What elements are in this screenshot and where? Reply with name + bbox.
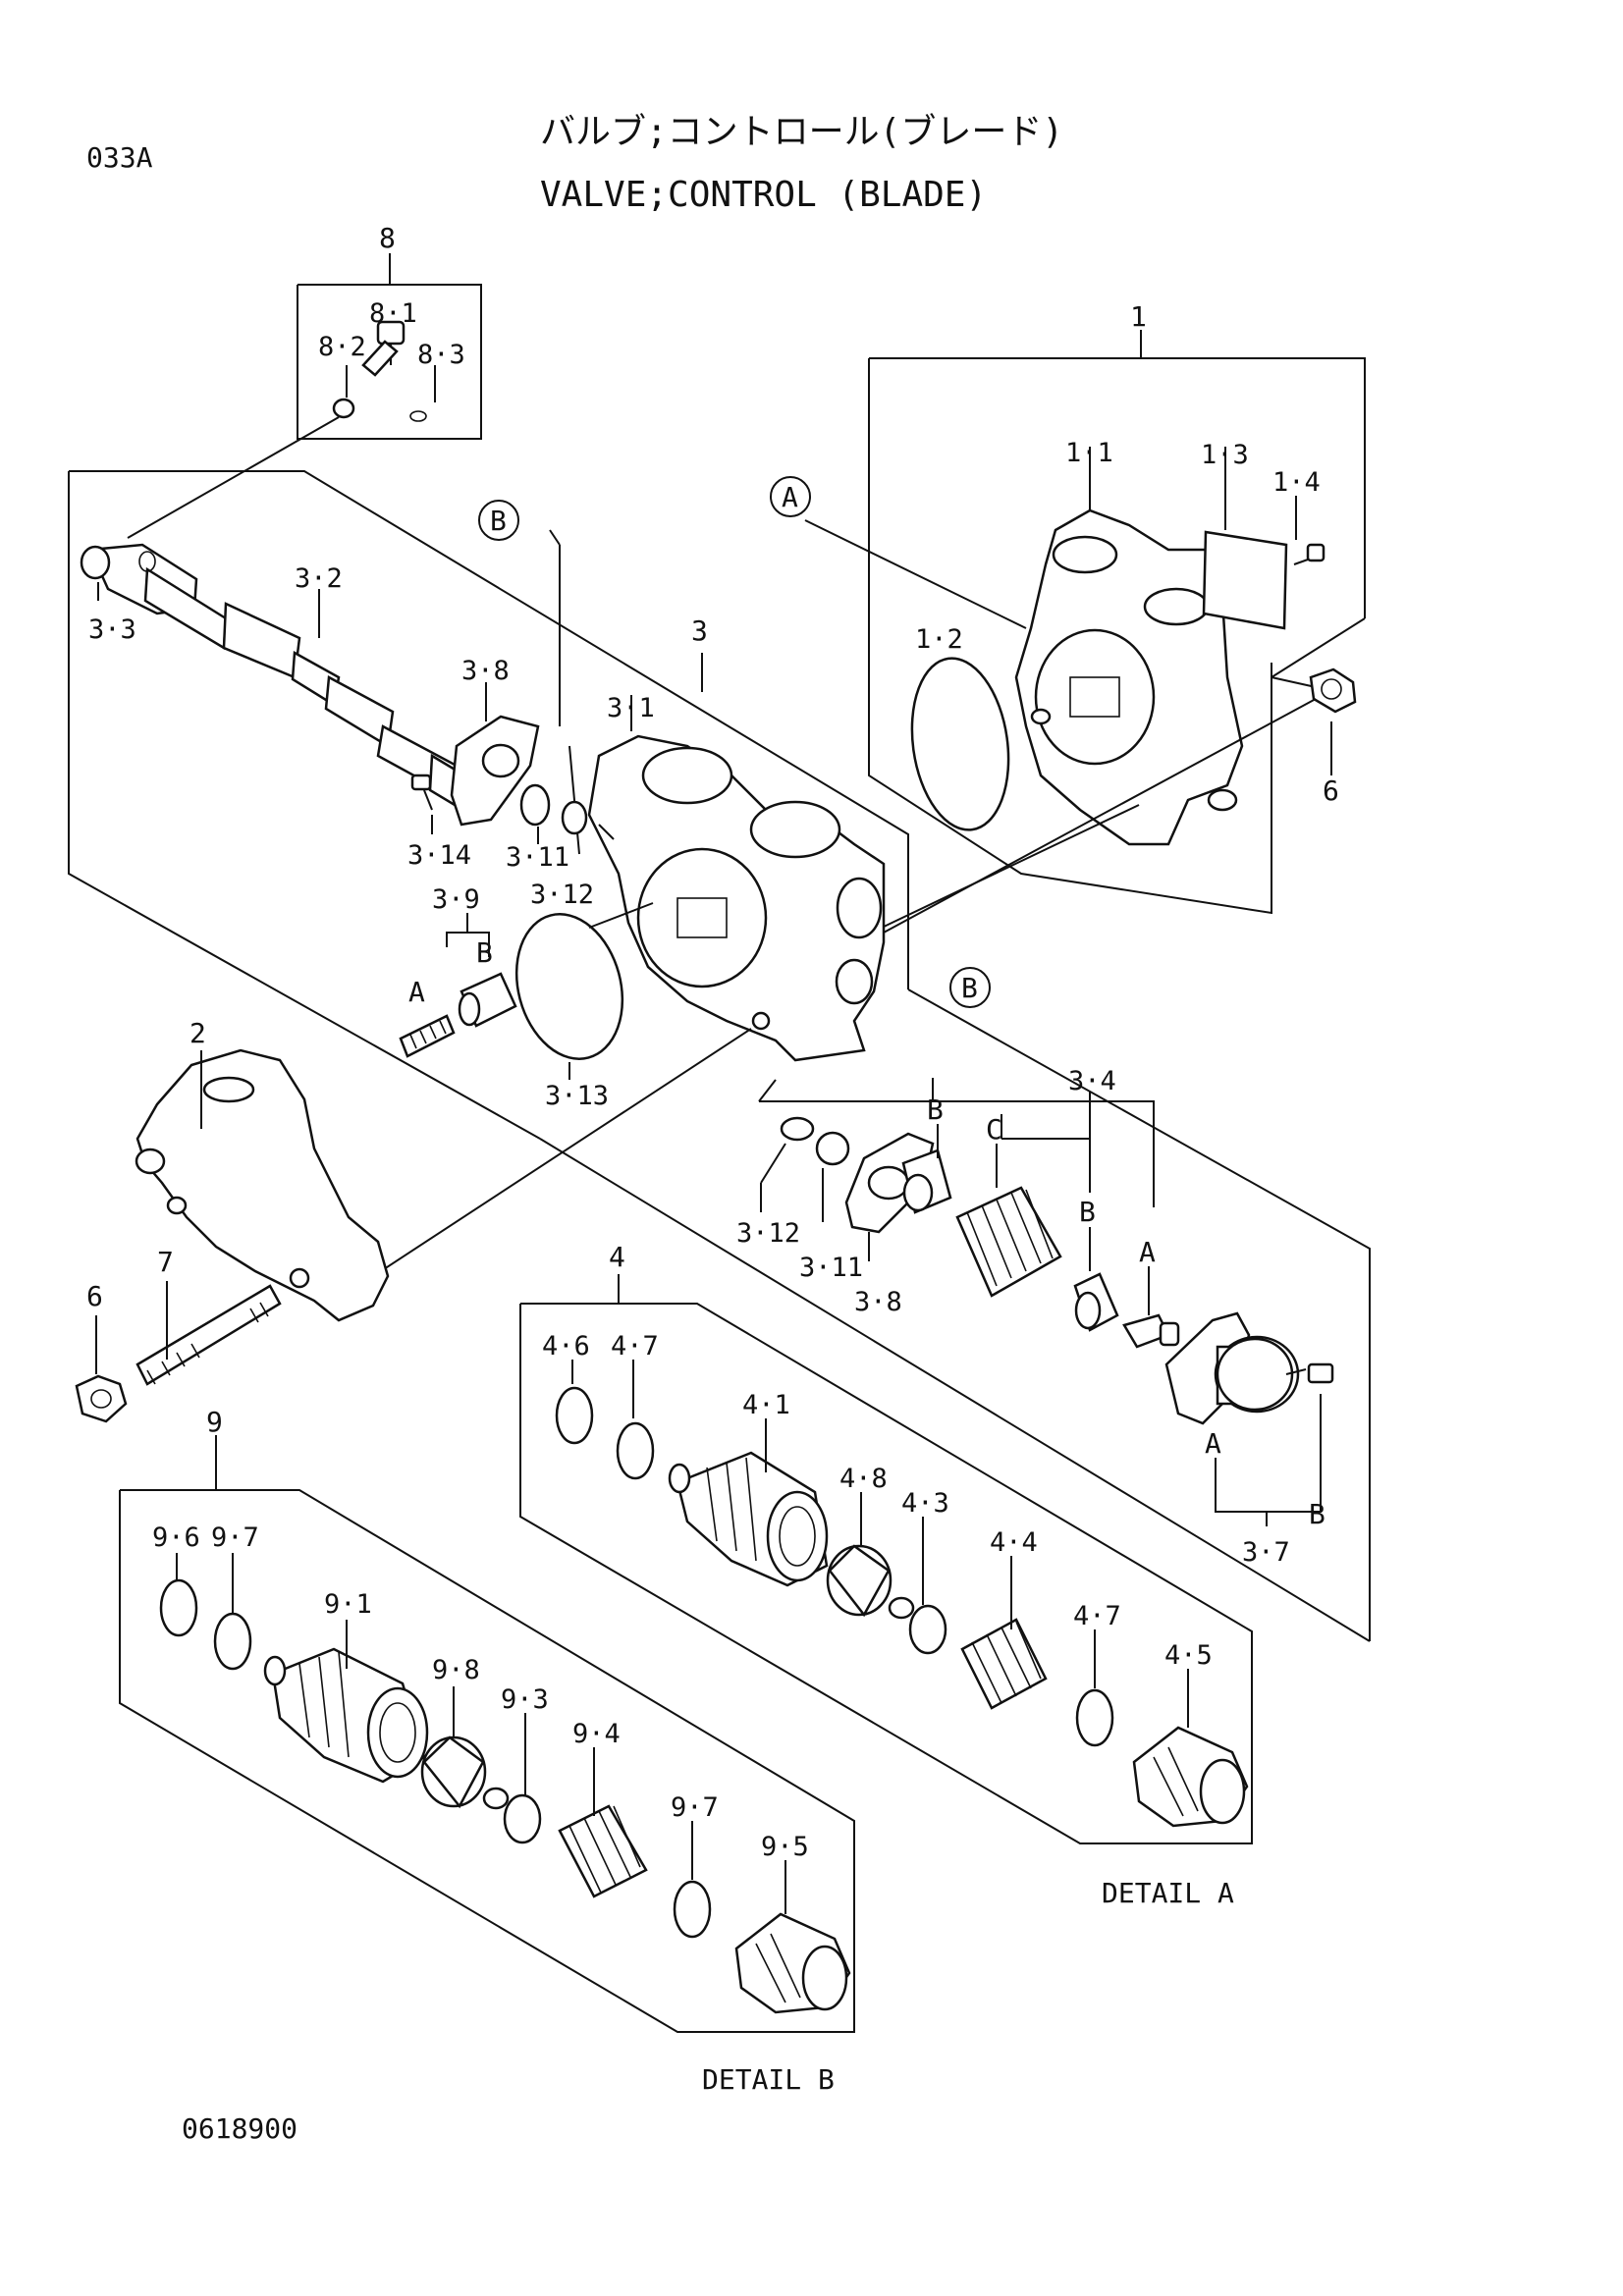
label-9-8: 9·8: [432, 1655, 480, 1685]
letter-b-seat: B: [1079, 1196, 1096, 1228]
label-6-upper: 6: [1323, 774, 1339, 807]
group-3-frame: [68, 470, 1371, 1642]
letter-c-spring: C: [986, 1113, 1002, 1146]
label-3-12-lower: 3·12: [736, 1218, 800, 1249]
label-4-1: 4·1: [742, 1390, 790, 1420]
label-3-3: 3·3: [88, 614, 136, 645]
callout-b-circle-top: B: [478, 500, 519, 541]
label-3-8-upper: 3·8: [461, 656, 510, 686]
detail-b-box: [119, 1435, 855, 2033]
label-1-2: 1·2: [915, 624, 963, 655]
letter-b-cap-screw: B: [1309, 1498, 1325, 1530]
label-4-7-first: 4·7: [611, 1331, 659, 1362]
callout-b-circle-mid: B: [949, 967, 991, 1008]
label-3: 3: [691, 614, 708, 647]
letter-a-cap: A: [1205, 1427, 1221, 1460]
letter-b-plug: B: [476, 936, 493, 969]
label-9-7-second: 9·7: [671, 1792, 719, 1823]
label-4: 4: [609, 1241, 625, 1273]
detail-a-box: [519, 1274, 1253, 1844]
label-4-6: 4·6: [542, 1331, 590, 1362]
label-1-3: 1·3: [1201, 440, 1249, 470]
label-9-7-first: 9·7: [211, 1522, 259, 1553]
label-3-8-lower: 3·8: [854, 1287, 902, 1317]
callout-b-label-mid: B: [961, 972, 978, 1004]
callout-a-circle: A: [770, 476, 811, 517]
label-1-4: 1·4: [1272, 467, 1321, 498]
label-4-7-second: 4·7: [1073, 1601, 1121, 1631]
label-3-1: 3·1: [607, 693, 655, 723]
label-9-3: 9·3: [501, 1684, 549, 1715]
label-9-6: 9·6: [152, 1522, 200, 1553]
label-4-8: 4·8: [839, 1464, 888, 1494]
label-3-12-upper: 3·12: [530, 880, 594, 910]
label-9-5: 9·5: [761, 1832, 809, 1862]
label-4-5: 4·5: [1164, 1640, 1213, 1671]
label-2: 2: [189, 1017, 206, 1049]
label-8: 8: [379, 222, 396, 254]
label-3-2: 3·2: [295, 563, 343, 594]
label-1-1: 1·1: [1065, 438, 1113, 468]
label-3-4: 3·4: [1068, 1066, 1116, 1096]
callout-a-label: A: [782, 481, 798, 513]
label-8-2: 8·2: [318, 332, 366, 362]
letter-b-bushing: B: [927, 1094, 944, 1126]
label-3-14: 3·14: [407, 840, 471, 871]
drawing-number: 0618900: [182, 2112, 298, 2145]
detail-b-label: DETAIL B: [702, 2063, 835, 2096]
label-7: 7: [157, 1246, 174, 1278]
page-code: 033A: [86, 141, 153, 174]
detail-a-label: DETAIL A: [1102, 1877, 1234, 1909]
group-8-box: [127, 253, 482, 539]
label-3-11-upper: 3·11: [506, 842, 569, 873]
label-6-lower: 6: [86, 1280, 103, 1312]
label-3-9: 3·9: [432, 884, 480, 915]
letter-a-spring: A: [408, 976, 425, 1008]
letter-a-screw: A: [1139, 1236, 1156, 1268]
title-english: VALVE;CONTROL (BLADE): [540, 175, 987, 215]
label-3-13: 3·13: [545, 1081, 609, 1111]
label-1: 1: [1130, 300, 1147, 333]
label-8-1: 8·1: [369, 298, 417, 329]
label-8-3: 8·3: [417, 340, 465, 370]
label-9: 9: [206, 1406, 223, 1438]
label-3-7: 3·7: [1242, 1537, 1290, 1568]
title-japanese: バルブ;コントロール(ブレード): [540, 112, 1063, 152]
label-9-4: 9·4: [572, 1719, 621, 1749]
label-4-4: 4·4: [990, 1527, 1038, 1558]
label-4-3: 4·3: [901, 1488, 949, 1519]
label-9-1: 9·1: [324, 1589, 372, 1620]
group-1-box: [804, 330, 1366, 929]
label-3-11-lower: 3·11: [799, 1253, 863, 1283]
callout-b-label-top: B: [490, 505, 507, 537]
